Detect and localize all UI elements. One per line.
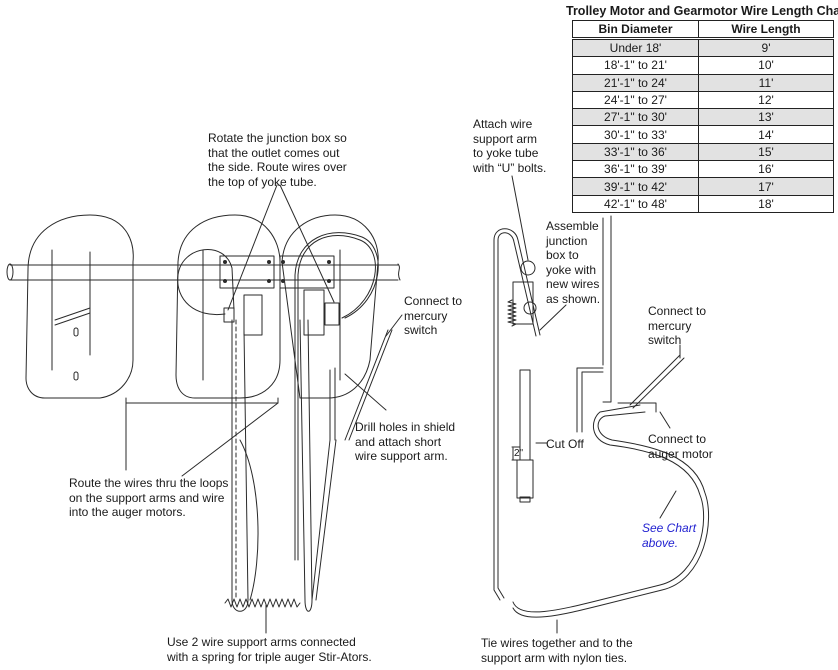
yoke-tube — [9, 264, 399, 281]
callout-connect-mercury-switch-right: Connect to mercury switch — [648, 304, 707, 347]
cell-bin-diameter: 42'-1" to 48' — [572, 194, 699, 213]
callout-rotate-junction-box: Rotate the junction box so that the outl… — [208, 131, 347, 189]
cell-wire-length: 15' — [698, 142, 834, 161]
leader-lines-left — [125, 184, 403, 634]
cell-wire-length: 11' — [698, 73, 834, 92]
cell-bin-diameter: 33'-1" to 36' — [572, 142, 699, 161]
cell-wire-length: 18' — [698, 194, 834, 213]
callout-route-wires: Route the wires thru the loops on the su… — [69, 476, 229, 519]
callout-tie-wires: Tie wires together and to the support ar… — [481, 636, 633, 665]
table-row: 42'-1" to 48'18' — [572, 194, 834, 213]
shield-edge — [602, 215, 612, 403]
callout-see-chart: See Chart above. — [642, 521, 697, 550]
cell-bin-diameter: 21'-1" to 24' — [572, 73, 699, 92]
cell-bin-diameter: 27'-1" to 30' — [572, 108, 699, 126]
table-row: 30'-1" to 33'14' — [572, 125, 834, 144]
shield-left — [25, 214, 134, 399]
cell-wire-length: 13' — [698, 108, 834, 126]
callout-use-two-arms: Use 2 wire support arms connected with a… — [167, 635, 372, 664]
wire-length-table: Bin Diameter Wire Length Under 18'9'18'-… — [572, 20, 834, 213]
table-row: 18'-1" to 21'10' — [572, 56, 834, 75]
callout-assemble-junction-box: Assemble junction box to yoke with new w… — [546, 219, 601, 306]
wire-run — [512, 404, 705, 613]
table-header-row: Bin Diameter Wire Length — [572, 20, 834, 40]
column-header-wire-length: Wire Length — [698, 20, 834, 40]
stir-ator-side-view — [493, 175, 710, 634]
table-row: Under 18'9' — [572, 37, 834, 57]
cell-bin-diameter: 18'-1" to 21' — [572, 56, 699, 75]
cell-wire-length: 9' — [698, 37, 834, 57]
table-row: 27'-1" to 30'13' — [572, 108, 834, 126]
wire-loop-right — [297, 235, 376, 561]
cell-wire-length: 10' — [698, 56, 834, 75]
shield-right — [281, 214, 379, 399]
table-row: 36'-1" to 39'16' — [572, 160, 834, 178]
dimension-label: 2" — [514, 448, 524, 459]
support-arm-left — [231, 319, 249, 612]
table-row: 33'-1" to 36'15' — [572, 142, 834, 161]
stir-ator-front-view — [6, 184, 403, 634]
table-body: Under 18'9'18'-1" to 21'10'21'-1" to 24'… — [572, 37, 834, 213]
cell-bin-diameter: 24'-1" to 27' — [572, 90, 699, 109]
cell-wire-length: 14' — [698, 125, 834, 144]
chart-title: Trolley Motor and Gearmotor Wire Length … — [566, 4, 838, 18]
wire-loop-left — [177, 249, 235, 316]
leader-lines-right — [511, 175, 681, 634]
cell-wire-length: 16' — [698, 160, 834, 178]
cell-bin-diameter: 36'-1" to 39' — [572, 160, 699, 178]
cell-wire-length: 17' — [698, 177, 834, 196]
cell-bin-diameter: 30'-1" to 33' — [572, 125, 699, 144]
table-row: 24'-1" to 27'12' — [572, 90, 834, 109]
cell-wire-length: 12' — [698, 90, 834, 109]
callout-drill-holes: Drill holes in shield and attach short w… — [355, 420, 456, 463]
callout-connect-auger-motor: Connect to auger motor — [648, 432, 713, 461]
callout-connect-mercury-switch-left: Connect to mercury switch — [404, 294, 463, 337]
spring — [224, 598, 301, 608]
column-header-bin-diameter: Bin Diameter — [572, 20, 699, 40]
shield-middle — [175, 214, 281, 399]
callout-attach-wire-support: Attach wire support arm to yoke tube wit… — [473, 117, 547, 175]
callout-cut-off: Cut Off — [546, 437, 584, 451]
support-arm-right — [299, 319, 313, 612]
table-row: 21'-1" to 24'11' — [572, 73, 834, 92]
cell-bin-diameter: Under 18' — [572, 37, 699, 57]
table-row: 39'-1" to 42'17' — [572, 177, 834, 196]
cell-bin-diameter: 39'-1" to 42' — [572, 177, 699, 196]
